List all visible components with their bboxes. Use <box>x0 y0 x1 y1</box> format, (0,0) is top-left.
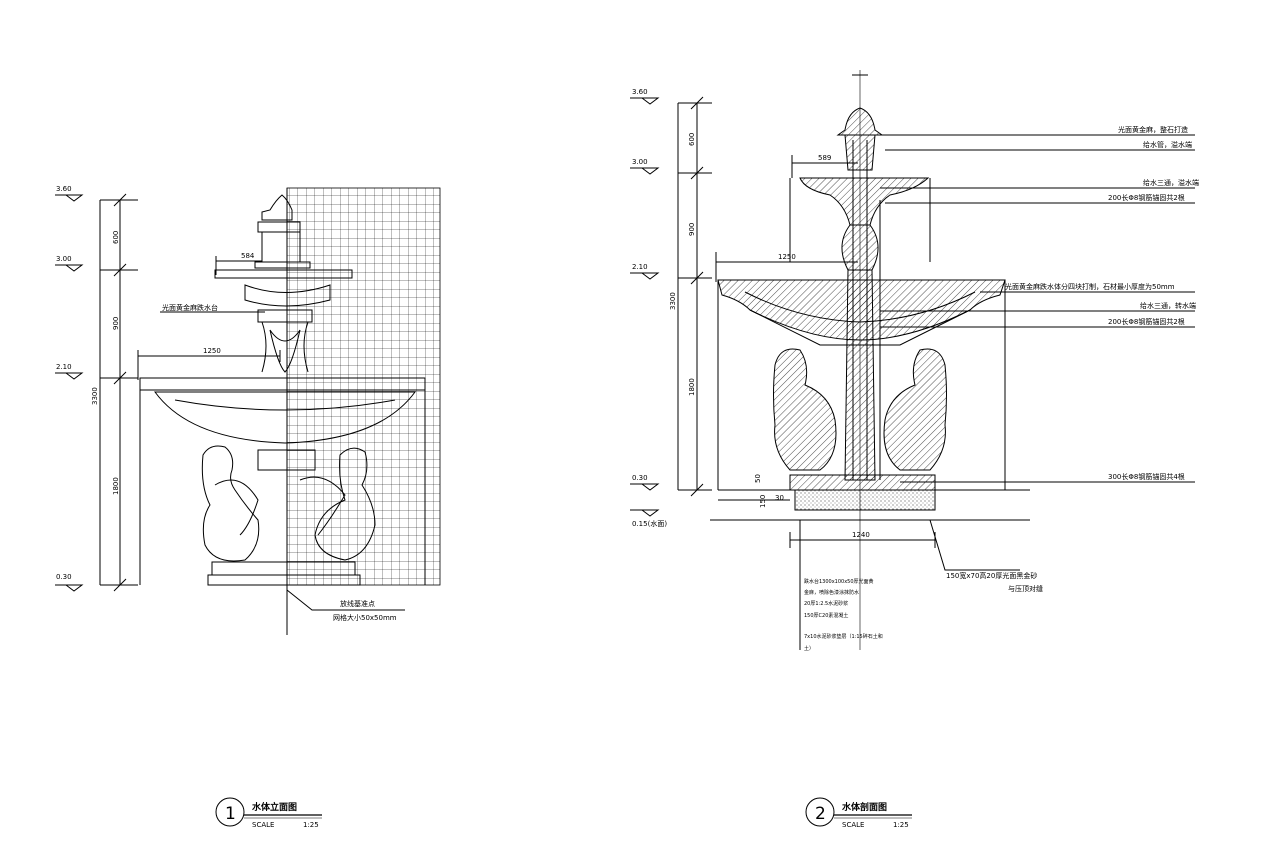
sec-scale-value: 1:25 <box>893 821 909 829</box>
elev-level-300: 3.00 <box>56 255 72 263</box>
elev-dim-1250: 1250 <box>203 347 221 355</box>
grid-overlay <box>286 187 441 586</box>
sec-note-2: 与压顶对缝 <box>1008 584 1043 593</box>
sec-callout-4: 200长Φ8钢筋锚固共2根 <box>1108 193 1185 202</box>
sec-dim-1250: 1250 <box>778 253 796 261</box>
sec-level-ground: 0.15(水面) <box>632 519 667 528</box>
sec-title-number: 2 <box>815 804 826 824</box>
section-labels: 3.60 3.00 2.10 0.30 0.15(水面) 600 900 180… <box>632 88 1199 652</box>
elev-dim-900: 900 <box>112 317 120 330</box>
sec-layer-3: 20厚1:2.5水泥砂浆 <box>804 600 848 607</box>
sec-dim-589: 589 <box>818 154 831 162</box>
sec-dim-1240: 1240 <box>852 531 870 539</box>
sec-callout-8: 300长Φ8钢筋锚固共4根 <box>1108 472 1185 481</box>
sec-title: 水体剖面图 <box>842 801 887 813</box>
elev-dim-584: 584 <box>241 252 255 260</box>
elev-dim-total: 3300 <box>91 387 99 405</box>
elev-dim-1800: 1800 <box>112 477 120 495</box>
sec-scale-label: SCALE <box>842 821 864 829</box>
elev-scale-label: SCALE <box>252 821 274 829</box>
elev-title-number: 1 <box>225 804 236 824</box>
elev-note-1: 放线基准点 <box>340 599 375 608</box>
sec-dim-600: 600 <box>688 133 696 146</box>
elevation-drawing <box>55 187 441 635</box>
elev-level-210: 2.10 <box>56 363 72 371</box>
sec-callout-6: 给水三通，转水端 <box>1140 301 1196 310</box>
elevation-title-block: 1 水体立面图 SCALE 1:25 <box>215 797 322 829</box>
sec-layer-5: 7x10水泥砂浆垫层（1:15碎石土和 <box>804 633 883 640</box>
sec-callout-7: 200长Φ8钢筋锚固共2根 <box>1108 317 1185 326</box>
sec-callout-1: 光面黄金麻，整石打造 <box>1118 125 1188 134</box>
elev-dim-600: 600 <box>112 231 120 244</box>
sec-layer-1: 跌水台1300x100x50厚光面黄 <box>804 578 874 585</box>
elev-level-360: 3.60 <box>56 185 72 193</box>
section-drawing <box>630 70 1195 650</box>
elev-scale-value: 1:25 <box>303 821 319 829</box>
sec-level-360: 3.60 <box>632 88 648 96</box>
sec-dim-total: 3300 <box>669 292 677 310</box>
sec-dim-1800: 1800 <box>688 378 696 396</box>
elev-note-2: 网格大小50x50mm <box>333 613 397 622</box>
sec-level-300: 3.00 <box>632 158 648 166</box>
sec-callout-5: 光面黄金麻跌水体分四块打制，石材最小厚度为50mm <box>1005 282 1175 291</box>
sec-note-1: 150宽x70高20厚光面黑金砂 <box>946 571 1037 580</box>
section-title-block: 2 水体剖面图 SCALE 1:25 <box>805 797 912 829</box>
elev-level-030: 0.30 <box>56 573 72 581</box>
sec-dim-50: 50 <box>754 474 762 483</box>
sec-callout-2: 给水管，溢水端 <box>1143 140 1192 149</box>
sec-level-030: 0.30 <box>632 474 648 482</box>
sec-dim-150: 150 <box>759 495 767 508</box>
elev-title: 水体立面图 <box>252 801 297 813</box>
sec-dim-900: 900 <box>688 223 696 236</box>
sec-dim-30: 30 <box>775 494 784 502</box>
elev-callout: 光面黄金麻跌水台 <box>162 303 218 312</box>
sec-layer-4: 150厚C20素混凝土 <box>804 612 848 619</box>
elevation-labels: 3.60 3.00 2.10 0.30 600 900 1800 3300 58… <box>56 185 397 622</box>
sec-callout-3: 给水三通，溢水端 <box>1143 178 1199 187</box>
sec-layer-6: 土） <box>804 645 814 652</box>
sec-layer-2: 金麻，喷除色漆涂抹防水 <box>804 589 859 596</box>
sec-level-210: 2.10 <box>632 263 648 271</box>
